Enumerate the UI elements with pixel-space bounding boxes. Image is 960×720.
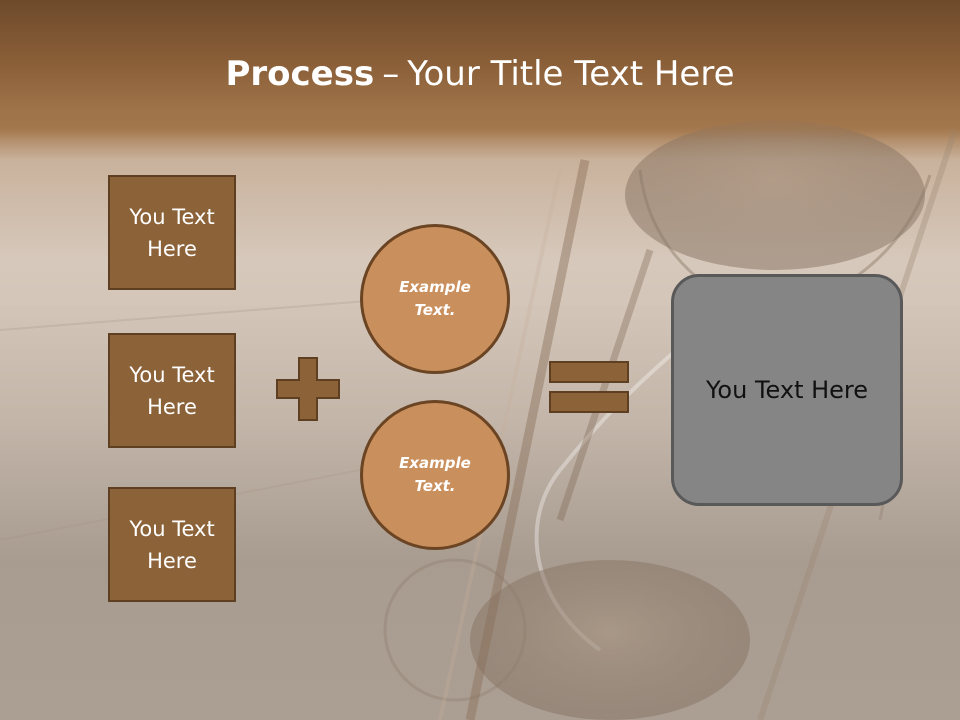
example-circle-1: Example Text.	[360, 224, 510, 374]
text-box-1: You Text Here	[108, 175, 236, 290]
text-box-1-label: You Text Here	[129, 204, 215, 261]
text-box-3: You Text Here	[108, 487, 236, 602]
text-box-2-label: You Text Here	[129, 362, 215, 419]
title-separator: –	[382, 54, 400, 94]
text-box-3-label: You Text Here	[129, 516, 215, 573]
result-box: You Text Here	[671, 274, 903, 506]
example-circle-2: Example Text.	[360, 400, 510, 550]
example-circle-1-label: Example Text.	[399, 278, 471, 319]
slide-title: Process–Your Title Text Here	[0, 52, 960, 96]
header-band	[0, 0, 960, 140]
equals-icon	[549, 361, 629, 413]
plus-icon	[276, 357, 340, 421]
title-bold-part: Process	[225, 54, 375, 94]
title-rest-part: Your Title Text Here	[407, 54, 735, 94]
result-box-label: You Text Here	[705, 376, 869, 404]
example-circle-2-label: Example Text.	[399, 454, 471, 495]
text-box-2: You Text Here	[108, 333, 236, 448]
